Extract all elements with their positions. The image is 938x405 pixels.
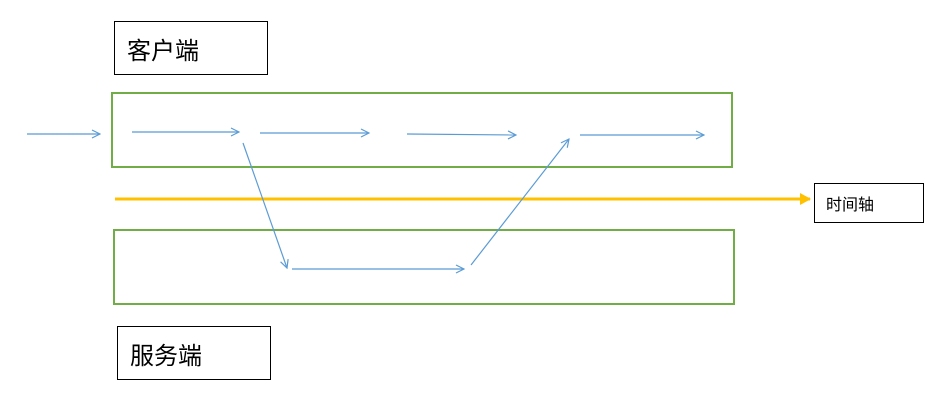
server-label: 服务端 [117,326,271,380]
client-step-arrow [406,134,516,135]
timeline-label: 时间轴 [814,183,924,223]
server-lane [113,229,735,305]
response-to-client-arrow [470,139,569,266]
client-label: 客户端 [114,21,268,75]
client-label-text: 客户端 [127,36,199,65]
client-lane [111,92,733,168]
server-label-text: 服务端 [130,341,202,370]
request-to-server-arrow [242,142,287,268]
timeline-label-text: 时间轴 [826,195,875,214]
